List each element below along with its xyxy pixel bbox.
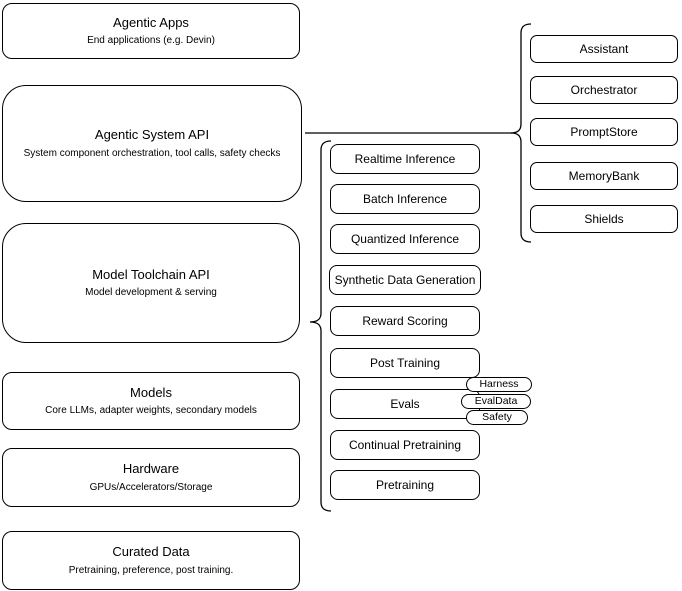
node-label: Orchestrator <box>570 83 638 97</box>
node-title: Models <box>130 384 172 400</box>
node-label: PromptStore <box>570 125 638 139</box>
node-label: Pretraining <box>375 478 435 492</box>
node-reward-scoring: Reward Scoring <box>330 306 480 336</box>
node-pretraining: Pretraining <box>330 470 480 500</box>
node-title: Curated Data <box>112 544 190 560</box>
node-batch-inference: Batch Inference <box>330 184 480 214</box>
node-label: Batch Inference <box>362 192 448 206</box>
node-subtitle: End applications (e.g. Devin) <box>87 35 215 47</box>
badge-evaldata: EvalData <box>461 394 531 409</box>
badge-safety: Safety <box>466 410 528 425</box>
node-label: Reward Scoring <box>362 314 448 328</box>
toolchain-brace <box>309 140 332 512</box>
node-curated-data: Curated Data Pretraining, preference, po… <box>2 531 300 590</box>
node-subtitle: Core LLMs, adapter weights, secondary mo… <box>45 405 257 417</box>
node-model-toolchain-api: Model Toolchain API Model development & … <box>2 223 300 343</box>
badge-label: Harness <box>479 378 519 391</box>
node-assistant: Assistant <box>530 35 678 63</box>
node-synthetic-data-generation: Synthetic Data Generation <box>329 265 481 295</box>
node-label: Synthetic Data Generation <box>334 273 476 287</box>
node-agentic-system-api: Agentic System API System component orch… <box>2 85 302 202</box>
node-subtitle: Pretraining, preference, post training. <box>68 564 234 576</box>
node-label: Shields <box>584 212 624 226</box>
node-label: Realtime Inference <box>354 152 456 166</box>
badge-harness: Harness <box>466 377 532 392</box>
badge-label: Safety <box>482 411 512 424</box>
node-hardware: Hardware GPUs/Accelerators/Storage <box>2 448 300 507</box>
node-orchestrator: Orchestrator <box>530 76 678 104</box>
node-label: Post Training <box>369 356 441 370</box>
node-title: Agentic Apps <box>113 14 189 30</box>
node-evals: Evals <box>330 389 480 419</box>
node-title: Model Toolchain API <box>92 266 210 282</box>
node-agentic-apps: Agentic Apps End applications (e.g. Devi… <box>2 3 300 59</box>
node-memorybank: MemoryBank <box>530 162 678 190</box>
node-continual-pretraining: Continual Pretraining <box>330 430 480 460</box>
system-components-brace <box>510 23 532 243</box>
node-realtime-inference: Realtime Inference <box>330 144 480 174</box>
node-quantized-inference: Quantized Inference <box>330 224 480 254</box>
node-subtitle: GPUs/Accelerators/Storage <box>89 481 213 493</box>
node-title: Agentic System API <box>94 127 210 143</box>
badge-label: EvalData <box>474 395 518 408</box>
node-label: Continual Pretraining <box>348 438 462 452</box>
node-post-training: Post Training <box>330 348 480 378</box>
node-label: Evals <box>390 397 420 411</box>
node-title: Hardware <box>122 461 180 477</box>
node-label: MemoryBank <box>568 169 640 183</box>
node-label: Quantized Inference <box>350 232 460 246</box>
node-subtitle: Model development & serving <box>85 287 217 299</box>
node-models: Models Core LLMs, adapter weights, secon… <box>2 372 300 430</box>
node-label: Assistant <box>579 42 629 56</box>
node-promptstore: PromptStore <box>530 118 678 146</box>
node-subtitle: System component orchestration, tool cal… <box>23 147 281 159</box>
node-shields: Shields <box>530 205 678 233</box>
